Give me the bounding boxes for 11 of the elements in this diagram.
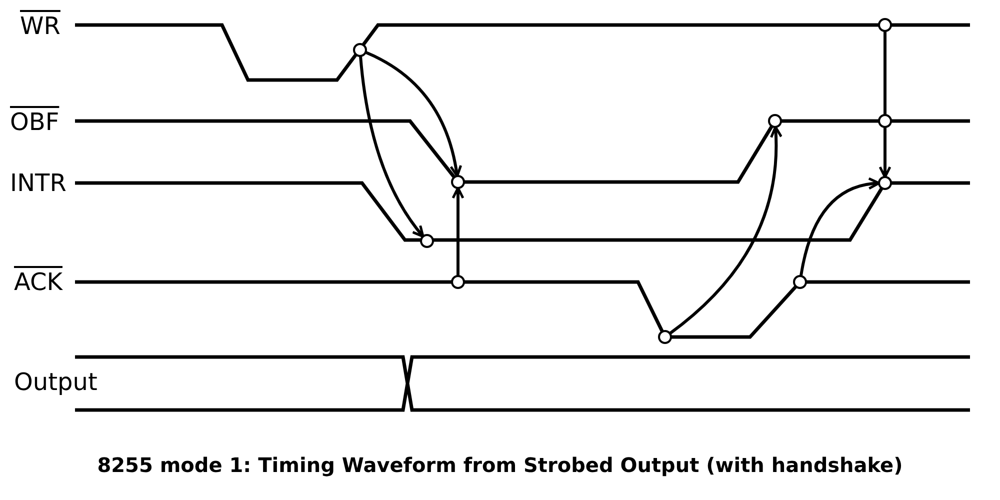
arrow [878, 127, 892, 178]
arrow [358, 56, 424, 238]
signal-name: OBF [10, 108, 60, 136]
arrow [799, 178, 880, 276]
caption: 8255 mode 1: Timing Waveform from Strobed Output (with handshake) [97, 452, 903, 479]
signal-name: ACK [14, 268, 62, 296]
signal-name: WR [20, 12, 60, 40]
arrow [668, 126, 782, 335]
signal-name: Output [14, 368, 98, 396]
arrow [452, 186, 464, 276]
signal-name: INTR [10, 169, 66, 197]
